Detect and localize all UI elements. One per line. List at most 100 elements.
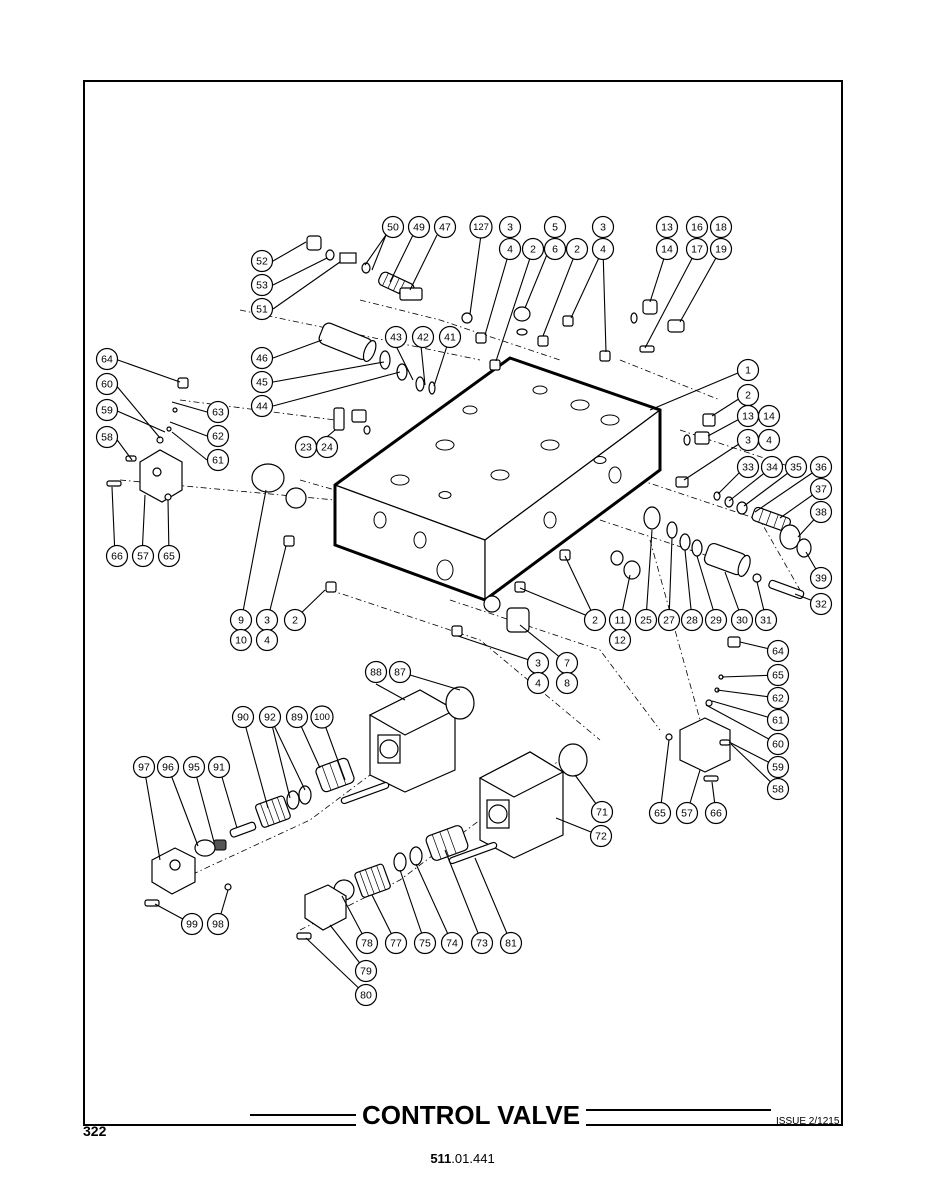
callout-balloon <box>182 755 206 779</box>
callout-64a: 64 <box>95 347 119 371</box>
callout-9: 9 <box>229 608 253 632</box>
callout-81: 81 <box>499 931 523 955</box>
callout-label: 44 <box>256 401 268 413</box>
callout-label: 19 <box>715 244 727 256</box>
callout-label: 78 <box>361 938 373 950</box>
callout-balloon <box>258 705 282 729</box>
callout-label: 96 <box>162 762 174 774</box>
callout-30: 30 <box>730 608 754 632</box>
callout-59a: 59 <box>95 398 119 422</box>
callout-49: 49 <box>407 215 431 239</box>
callout-label: 2 <box>574 244 580 256</box>
callout-balloon <box>709 237 733 261</box>
callout-balloon <box>657 608 681 632</box>
callout-11: 11 <box>608 608 632 632</box>
callout-balloon <box>498 215 522 239</box>
callout-label: 38 <box>815 507 827 519</box>
callout-balloon <box>685 237 709 261</box>
callout-label: 53 <box>256 280 268 292</box>
callout-44: 44 <box>250 394 274 418</box>
valve-body <box>333 356 662 602</box>
callout-balloon <box>206 424 230 448</box>
callout-5: 5 <box>543 215 567 239</box>
callout-65b: 65 <box>766 663 790 687</box>
callout-label: 29 <box>710 615 722 627</box>
callout-balloon <box>608 628 632 652</box>
callout-2c: 2 <box>736 383 760 407</box>
callout-label: 74 <box>446 938 458 950</box>
callout-label: 58 <box>772 784 784 796</box>
callout-balloon <box>809 500 833 524</box>
callout-label: 97 <box>138 762 150 774</box>
callout-balloon <box>470 931 494 955</box>
callout-balloon <box>809 592 833 616</box>
callout-label: 25 <box>640 615 652 627</box>
callout-label: 46 <box>256 353 268 365</box>
callout-8: 8 <box>555 671 579 695</box>
callout-label: 42 <box>417 332 429 344</box>
callout-label: 4 <box>507 244 513 256</box>
callout-31: 31 <box>754 608 778 632</box>
callout-balloon <box>180 912 204 936</box>
callout-88: 88 <box>364 660 388 684</box>
callout-57b: 57 <box>675 801 699 825</box>
callout-4e: 4 <box>526 671 550 695</box>
callout-label: 1 <box>745 365 751 377</box>
callout-label: 13 <box>742 411 754 423</box>
callout-balloon <box>364 660 388 684</box>
callout-36: 36 <box>809 455 833 479</box>
callout-label: 6 <box>552 244 558 256</box>
callout-label: 30 <box>736 615 748 627</box>
callout-label: 2 <box>745 390 751 402</box>
callout-balloon <box>499 931 523 955</box>
callout-balloon <box>250 297 274 321</box>
callout-62b: 62 <box>766 686 790 710</box>
callout-57a: 57 <box>131 544 155 568</box>
document-number-bold: 511 <box>430 1151 452 1166</box>
callout-balloon <box>655 237 679 261</box>
callout-balloon <box>206 448 230 472</box>
callout-90: 90 <box>231 705 255 729</box>
callout-balloon <box>555 671 579 695</box>
callout-27: 27 <box>657 608 681 632</box>
callout-balloon <box>809 455 833 479</box>
callout-label: 27 <box>663 615 675 627</box>
callout-balloon <box>809 566 833 590</box>
callout-label: 61 <box>772 715 784 727</box>
callout-2b: 2 <box>565 237 589 261</box>
callout-1: 1 <box>736 358 760 382</box>
callout-89: 89 <box>285 705 309 729</box>
callout-balloon <box>250 370 274 394</box>
callout-13a: 13 <box>655 215 679 239</box>
callout-label: 73 <box>476 938 488 950</box>
callout-balloon <box>591 237 615 261</box>
callout-label: 3 <box>535 658 541 670</box>
callout-label: 31 <box>760 615 772 627</box>
callout-label: 12 <box>614 635 626 647</box>
callout-43: 43 <box>384 325 408 349</box>
callout-balloon <box>757 428 781 452</box>
callout-balloon <box>250 394 274 418</box>
callout-label: 13 <box>661 222 673 234</box>
callout-balloon <box>760 455 784 479</box>
callout-label: 90 <box>237 712 249 724</box>
callout-65a: 65 <box>157 544 181 568</box>
callout-balloon <box>809 477 833 501</box>
callout-label: 63 <box>212 407 224 419</box>
callout-label: 58 <box>101 432 113 444</box>
callout-label: 64 <box>772 646 784 658</box>
callout-balloon <box>589 824 613 848</box>
callout-balloon <box>207 755 231 779</box>
callout-66a: 66 <box>105 544 129 568</box>
callout-10: 10 <box>229 628 253 652</box>
callout-59b: 59 <box>766 755 790 779</box>
callout-balloon <box>355 931 379 955</box>
callout-balloon <box>583 608 607 632</box>
callout-balloon <box>250 249 274 273</box>
callout-balloon <box>757 404 781 428</box>
callout-label: 88 <box>370 667 382 679</box>
callout-balloon <box>206 400 230 424</box>
callout-66b: 66 <box>704 801 728 825</box>
callout-12: 12 <box>608 628 632 652</box>
